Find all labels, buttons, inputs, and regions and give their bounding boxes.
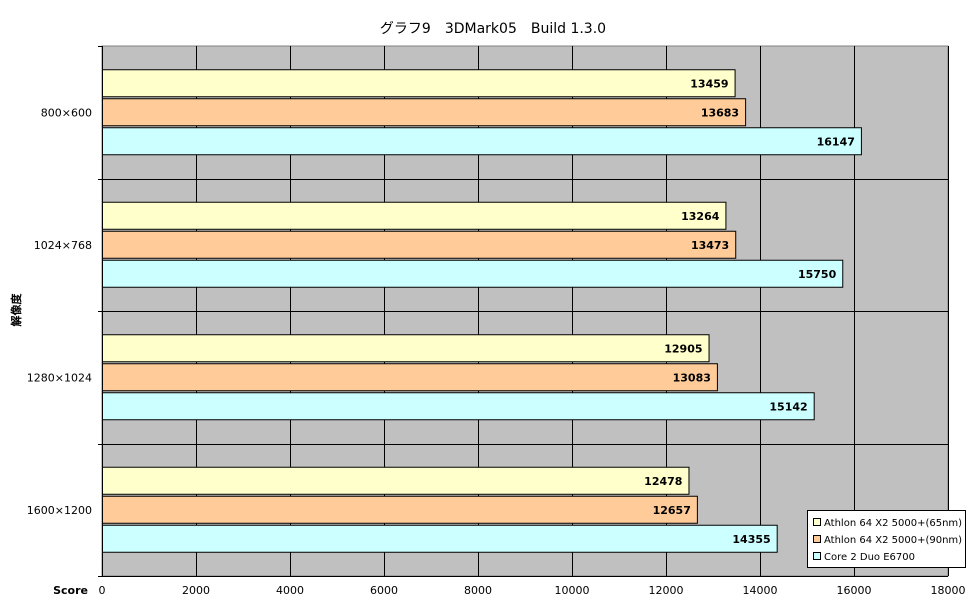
legend-entry: Athlon 64 X2 5000+(65nm) [824,518,962,529]
data-label: 15750 [798,268,837,281]
x-tick-label: 12000 [649,584,684,597]
x-tick-label: 6000 [370,584,398,597]
data-label: 12905 [664,342,702,355]
y-axis-label: 解像度 [9,293,23,327]
y-tick-label: 800×600 [41,106,92,119]
bar [102,392,815,421]
bar [102,201,727,230]
bar [102,230,737,259]
bar [102,524,778,553]
data-label: 13459 [690,77,728,90]
x-tick-label: 4000 [276,584,304,597]
legend-swatch [813,552,821,560]
data-label: 13264 [681,210,720,223]
bar [102,69,736,98]
data-label: 14355 [732,533,770,546]
plot-area: 13459 13683 16147 800×600 13264 13473 15750 102… [27,45,966,597]
bar [102,334,710,363]
data-label: 12657 [653,504,691,517]
data-label: 15142 [769,400,807,413]
y-tick-label: 1024×768 [34,239,92,252]
x-tick-label: 14000 [743,584,778,597]
data-label: 16147 [817,135,855,148]
x-tick-label: 18000 [931,584,966,597]
bar [102,127,862,156]
data-label: 13083 [673,371,711,384]
bar [102,363,718,392]
bar [102,495,698,524]
data-label: 13683 [701,106,739,119]
y-tick-label: 1600×1200 [27,504,92,517]
bar [102,98,747,127]
x-tick-label: 0 [99,584,106,597]
x-axis-label: Score [53,584,88,597]
bar [102,259,844,288]
bar [102,466,690,495]
x-tick-label: 10000 [555,584,590,597]
legend-entry: Core 2 Duo E6700 [824,552,915,563]
legend-entry: Athlon 64 X2 5000+(90nm) [824,535,962,546]
legend-box [807,510,966,568]
x-tick-label: 16000 [837,584,872,597]
y-tick-label: 1280×1024 [27,371,92,384]
legend-swatch [813,535,821,543]
legend-swatch [813,518,821,526]
x-tick-label: 8000 [464,584,492,597]
data-label: 13473 [691,239,729,252]
legend: Athlon 64 X2 5000+(65nm) Athlon 64 X2 500… [807,510,966,568]
chart-title: グラフ9 3DMark05 Build 1.3.0 [380,21,606,37]
data-label: 12478 [644,475,682,488]
x-tick-label: 2000 [182,584,210,597]
